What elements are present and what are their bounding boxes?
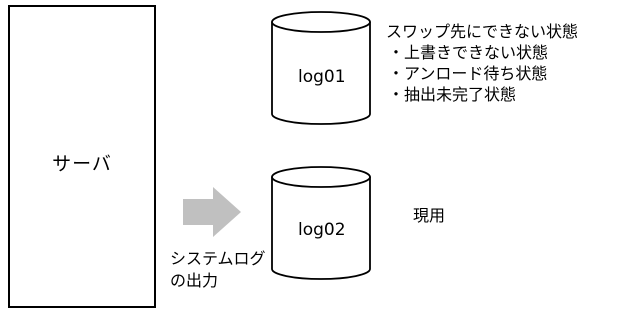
log01-cylinder	[271, 11, 371, 125]
log02-cylinder	[271, 166, 371, 280]
log01-condition-item: ・アンロード待ち状態	[388, 64, 548, 83]
output-arrow-icon	[183, 187, 241, 237]
server-label: サーバ	[52, 153, 112, 175]
server-box: サーバ	[8, 5, 156, 308]
log02-label: log02	[298, 220, 346, 240]
log01-condition-item: ・抽出未完了状態	[388, 85, 517, 104]
log02-status: 現用	[413, 206, 446, 225]
log01-label: log01	[298, 67, 346, 87]
arrow-caption: システムログの出力	[170, 249, 266, 290]
log01-condition-item: ・上書きできない状態	[388, 43, 549, 62]
log01-status-title: スワップ先にできない状態	[386, 22, 579, 41]
log01-status-notes: スワップ先にできない状態 ・上書きできない状態 ・アンロード待ち状態 ・抽出未完…	[386, 21, 578, 105]
